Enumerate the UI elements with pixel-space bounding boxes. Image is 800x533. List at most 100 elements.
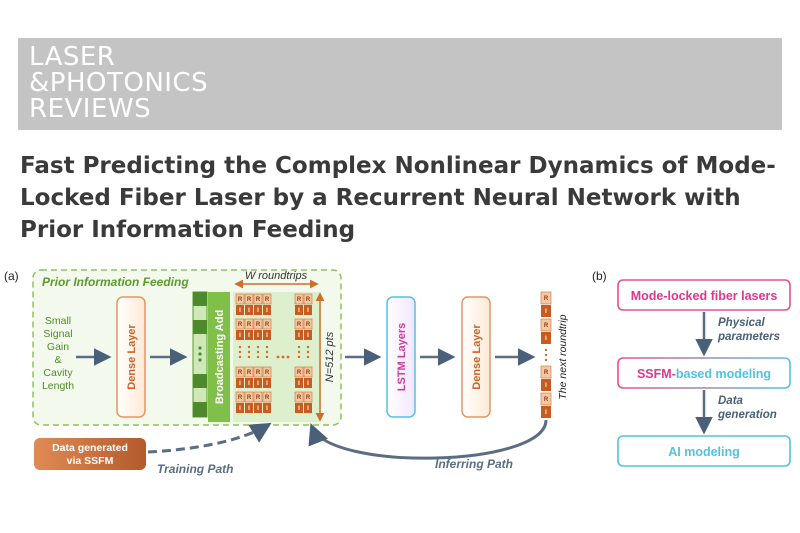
journal-name-line2: &PHOTONICS (29, 68, 209, 98)
flow-arrow-2-label-line2: generation (717, 409, 777, 421)
cell-i-label: I (298, 406, 300, 412)
prior-vector (192, 291, 208, 418)
dense-layer-2 (461, 296, 491, 418)
broadcasting-add-label: Broadcasting Add (214, 310, 226, 404)
dense-layer-2-label: Dense Layer (471, 324, 483, 390)
cell-r-label: R (256, 395, 261, 401)
cell-r-label: R (247, 395, 252, 401)
cell-r-label: R (297, 370, 302, 376)
cell-r-label: R (544, 296, 549, 302)
cell-r-label: R (238, 370, 243, 376)
cell-i-label: I (266, 406, 268, 412)
data-generated-box (34, 438, 146, 470)
inferring-path-arrow (308, 419, 548, 460)
next-roundtrip-label: The next roundtrip (557, 314, 569, 399)
cell-i-label: I (257, 381, 259, 387)
journal-banner: LASER &PHOTONICS REVIEWS (18, 38, 782, 130)
next-roundtrip-column: R I R I R I R I (540, 291, 552, 418)
input-label-line: Cavity (43, 367, 73, 379)
cell-r-label: R (247, 322, 252, 328)
cell-r-label: R (256, 322, 261, 328)
lstm-layers (386, 296, 416, 418)
flow-box-ai-label: AI modeling (668, 445, 740, 459)
cell-i-label: I (266, 381, 268, 387)
cell-i-label: I (239, 406, 241, 412)
cell-r-label: R (238, 297, 243, 303)
input-label-line: Length (42, 380, 74, 392)
cell-i-label: I (307, 333, 309, 339)
input-label-line: Small (45, 315, 71, 327)
cell-r-label: R (306, 297, 311, 303)
cell-r-label: R (247, 297, 252, 303)
data-generated-line1: Data generated (52, 442, 128, 454)
cell-i-label: I (257, 406, 259, 412)
cell-i-label: I (239, 308, 241, 314)
flow-arrow-2-label-line1: Data (718, 395, 744, 407)
cell-r-label: R (256, 297, 261, 303)
cell-i-label: I (239, 381, 241, 387)
cell-i-label: I (545, 383, 547, 389)
input-label-line: Signal (43, 328, 72, 340)
cell-i-label: I (257, 308, 259, 314)
cell-i-label: I (545, 410, 547, 416)
dense-layer-1-label: Dense Layer (126, 324, 138, 390)
dense-layer-1 (116, 296, 146, 418)
training-path-label: Training Path (157, 462, 233, 476)
cell-r-label: R (544, 323, 549, 329)
panel-b-label: (b) (592, 269, 607, 283)
flow-box-ssfm (617, 357, 791, 389)
flow-box-ssfm-part2: based modeling (676, 367, 771, 381)
input-label-line: Gain (47, 341, 69, 353)
cell-i-label: I (545, 336, 547, 342)
cell-r-label: R (544, 370, 549, 376)
journal-name-line1: LASER (29, 42, 116, 72)
flow-box-ssfm-label: SSFM-based modeling (637, 367, 771, 381)
cell-r-label: R (247, 370, 252, 376)
prior-info-title: Prior Information Feeding (42, 275, 189, 289)
input-labels: Small Signal Gain & Cavity Length (42, 315, 74, 392)
cell-i-label: I (298, 333, 300, 339)
cell-r-label: R (265, 395, 270, 401)
broadcasting-add-bar (208, 292, 230, 422)
cell-i-label: I (266, 333, 268, 339)
lstm-layers-label: LSTM Layers (396, 323, 408, 391)
cell-i-label: I (266, 308, 268, 314)
training-path-arrow (147, 422, 272, 454)
cell-i-label: I (239, 333, 241, 339)
panel-a-label: (a) (4, 269, 19, 283)
cell-r-label: R (544, 397, 549, 403)
cell-i-label: I (307, 308, 309, 314)
input-label-line: & (54, 354, 61, 366)
cell-r-label: R (306, 395, 311, 401)
cell-r-label: R (265, 297, 270, 303)
flow-box-ssfm-part1: SSFM- (637, 367, 676, 381)
cell-r-label: R (297, 322, 302, 328)
journal-name-line3: REVIEWS (29, 94, 152, 124)
cell-r-label: R (265, 370, 270, 376)
cell-i-label: I (248, 381, 250, 387)
cell-ellipsis-horizontal (276, 355, 290, 359)
cell-i-label: I (248, 308, 250, 314)
cell-i-label: I (248, 406, 250, 412)
flow-arrow-1-label-line2: parameters (717, 331, 780, 343)
cell-r-label: R (297, 395, 302, 401)
cell-i-label: I (545, 309, 547, 315)
data-generated-line2: via SSFM (67, 455, 114, 467)
cell-i-label: I (298, 381, 300, 387)
figure-graphical-abstract: (a) (b) Prior Information Feeding Small … (4, 269, 791, 476)
cell-i-label: I (248, 333, 250, 339)
cell-i-label: I (307, 406, 309, 412)
cell-r-label: R (306, 322, 311, 328)
flow-arrow-1-label-line1: Physical (718, 317, 765, 329)
flow-box-mode-locked (617, 279, 791, 311)
cell-r-label: R (238, 395, 243, 401)
